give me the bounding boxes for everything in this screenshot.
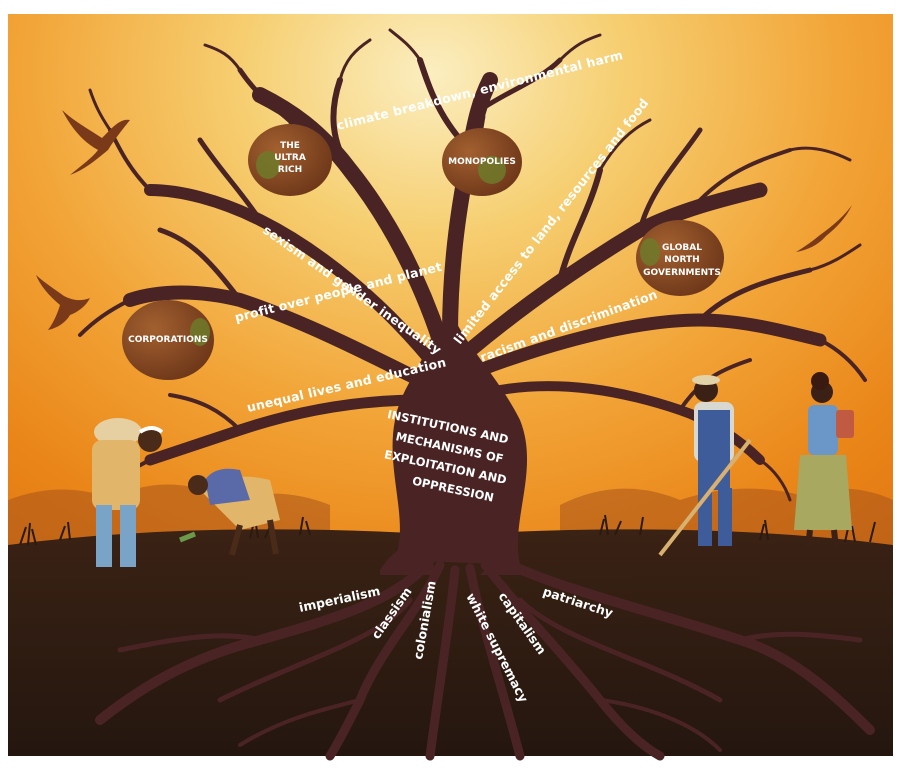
fruit-label-line-2: ULTRA xyxy=(274,153,306,163)
grass xyxy=(19,514,876,546)
fruit-label-line-3: RICH xyxy=(278,165,302,175)
fruit-corporations: CORPORATIONS xyxy=(122,287,214,380)
roots xyxy=(95,555,875,761)
bird-icon xyxy=(62,110,130,175)
fruit-label-line-1: GLOBAL xyxy=(662,243,702,253)
bird-icon xyxy=(36,275,90,330)
fruit-label: CORPORATIONS xyxy=(128,335,208,345)
fruit-ultra-rich: THE ULTRA RICH xyxy=(248,111,332,196)
branches xyxy=(78,28,867,502)
fruit-label: MONOPOLIES xyxy=(448,157,516,167)
farmer-with-hoe xyxy=(658,375,752,557)
fruit-monopolies: MONOPOLIES xyxy=(442,115,522,196)
fruit-label-line-3: GOVERNMENTS xyxy=(643,268,721,278)
fruit-label-line-2: NORTH xyxy=(664,255,699,265)
farmer-carrying-sack xyxy=(92,418,164,567)
woman-with-basket xyxy=(794,372,854,549)
ground xyxy=(8,529,893,756)
farmer-bending xyxy=(179,468,280,556)
fruit-global-north: GLOBAL NORTH GOVERNMENTS xyxy=(636,205,724,296)
fruit-label-line-1: THE xyxy=(280,141,300,151)
